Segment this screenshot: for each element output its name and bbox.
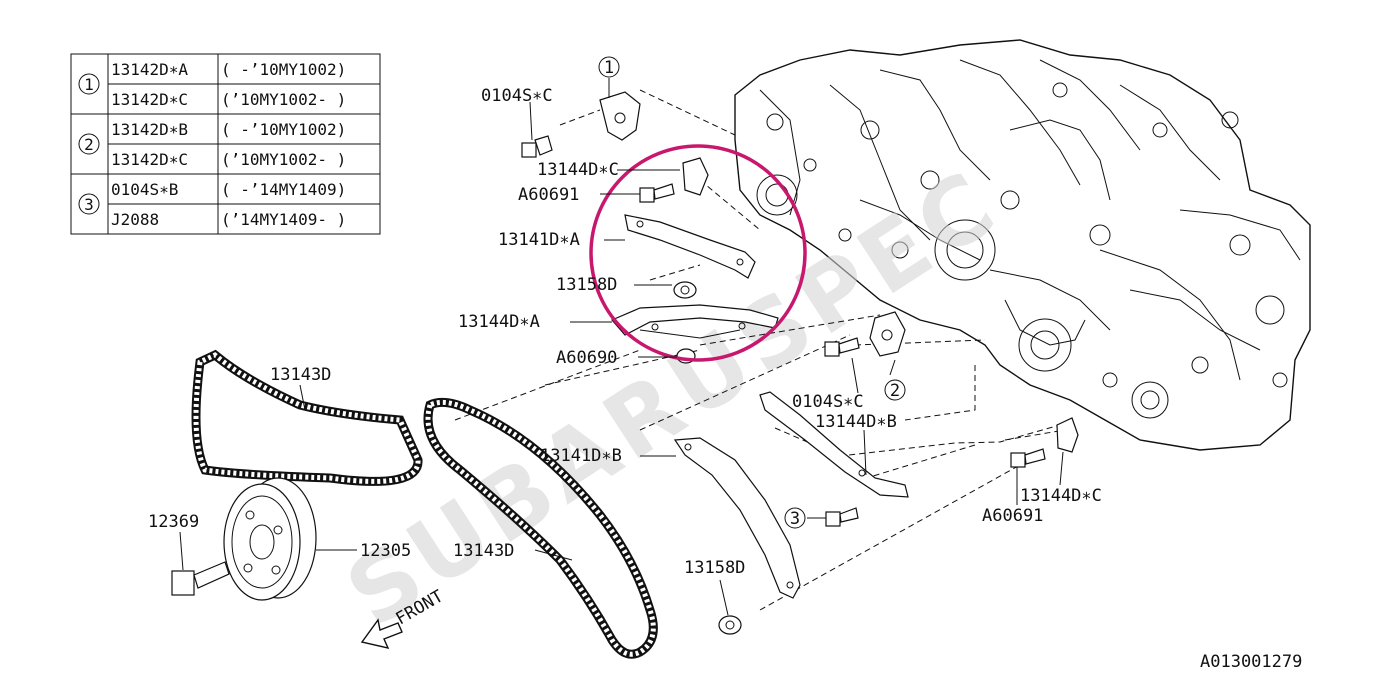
label-13141d-a: 13141D∗A [498,230,580,250]
label-13144d-b: 13144D∗B [815,412,897,432]
chain-13143-left-shape [191,349,423,486]
table-range-3a: ( -’14MY1409) [221,180,346,199]
label-13143d-left: 13143D [270,365,331,385]
table-part-1b: 13142D∗C [111,90,188,109]
guide-13144-c-top-shape [682,157,709,196]
label-a60690: A60690 [556,348,617,368]
label-0104s-c-top: 0104S∗C [481,86,553,106]
guide-13141-b-shape [673,437,801,599]
label-13158d-bottom: 13158D [684,558,745,578]
label-13144d-c-top: 13144D∗C [537,160,619,180]
bolt-0104-top-shape [521,135,553,158]
bolt-0104-mid-shape [824,337,860,357]
label-0104s-c-mid: 0104S∗C [792,392,864,412]
bolt-a60691-bottom-shape [1010,448,1046,468]
table-part-3b: J2088 [111,210,159,229]
table-marker-circle-2 [78,133,100,155]
table-marker-1: 1 [84,75,94,94]
applicability-table: 1 2 3 13142D∗A ( -’10MY1002) 13142D∗C (’… [70,53,381,235]
bolt-3-shape [825,507,859,527]
table-part-2b: 13142D∗C [111,150,188,169]
table-part-1a: 13142D∗A [111,60,188,79]
label-marker-1: 1 [604,58,614,78]
label-a60691-bottom: A60691 [982,506,1043,526]
label-13143d-right: 13143D [453,541,514,561]
label-13144d-c-bottom: 13144D∗C [1020,486,1102,506]
table-range-1a: ( -’10MY1002) [221,60,346,79]
diagram-id: A013001279 [1200,652,1302,672]
table-range-3b: (’14MY1409- ) [221,210,346,229]
table-part-2a: 13142D∗B [111,120,188,139]
pulley-12305-shape [223,477,317,601]
label-13158d-top: 13158D [556,275,617,295]
guide-13144-c-bottom-shape [1056,417,1079,453]
bolt-13158-bottom-shape [718,615,742,635]
table-marker-2: 2 [84,135,94,154]
table-range-2a: ( -’10MY1002) [221,120,346,139]
table-marker-3: 3 [84,195,94,214]
marker-circle-3 [784,507,806,529]
marker-circle-1 [598,56,620,78]
table-marker-circle-1 [78,73,100,95]
label-12369: 12369 [148,512,199,532]
tensioner-1-shape [599,91,641,141]
table-range-2b: (’10MY1002- ) [221,150,346,169]
callout-labels: 0104S∗C 1 13144D∗C A60691 13141D∗A 13158… [148,56,1102,578]
label-marker-2: 2 [890,381,900,401]
marker-circle-2 [884,379,906,401]
bolt-a60691-top-shape [639,183,675,203]
highlight-circle [589,144,807,362]
table-marker-circle-3 [78,193,100,215]
guide-13141-a-shape [624,214,756,279]
label-12305: 12305 [360,541,411,561]
table-part-3a: 0104S∗B [111,180,178,199]
table-range-1b: (’10MY1002- ) [221,90,346,109]
label-13144d-a: 13144D∗A [458,312,540,332]
tensioner-2-shape [869,311,906,357]
engine-block-drawing [734,39,1311,451]
watermark-text: SUBARUSPEC [328,149,1017,648]
bolt-13158-top-shape [673,281,697,299]
label-marker-3: 3 [790,509,800,529]
dashed-assembly-lines [454,89,1066,611]
chain-13143-right-shape [423,397,658,659]
bolt-12369-shape [171,561,230,596]
guide-13144-b-shape [759,391,909,498]
label-a60691-top: A60691 [518,185,579,205]
leader-lines [179,78,1064,616]
label-13141d-b: 13141D∗B [540,446,622,466]
